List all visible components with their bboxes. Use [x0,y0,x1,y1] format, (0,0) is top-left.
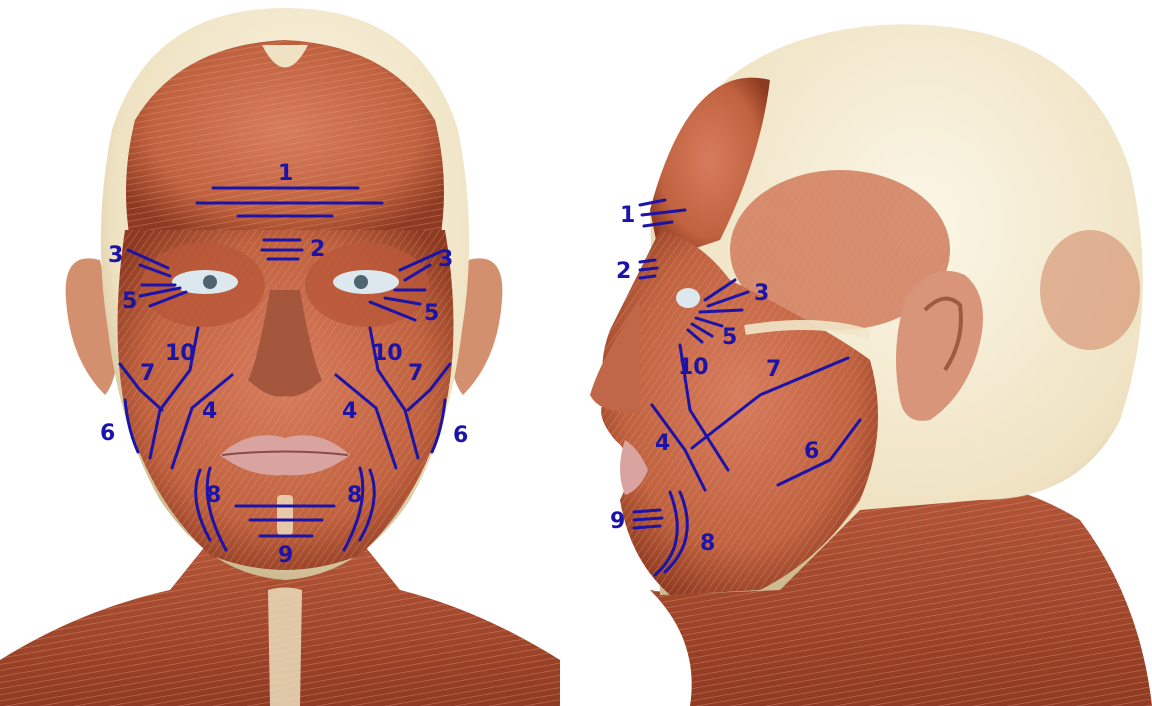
side-label-6: 6 [804,439,819,464]
front-label-8-left: 8 [206,483,221,508]
side-nose [590,300,640,412]
front-label-5-right: 5 [424,301,439,326]
side-label-8: 8 [700,531,715,556]
side-label-10: 10 [678,355,709,380]
side-label-9: 9 [610,509,625,534]
side-label-7: 7 [766,357,781,382]
front-label-7-right: 7 [408,361,423,386]
front-label-4-right: 4 [342,399,357,424]
side-label-2: 2 [616,259,631,284]
front-label-5-left: 5 [122,289,137,314]
side-eye [676,288,700,308]
side-label-3: 3 [754,281,769,306]
side-label-5: 5 [722,325,737,350]
front-trachea [268,588,302,706]
front-label-7-left: 7 [140,361,155,386]
front-label-6-left: 6 [100,421,115,446]
front-label-3-right: 3 [438,247,453,272]
front-label-2: 2 [310,237,325,262]
front-label-8-right: 8 [347,483,362,508]
side-view [590,24,1152,706]
front-label-1: 1 [278,161,293,186]
side-label-4: 4 [655,431,670,456]
front-label-4-left: 4 [202,399,217,424]
front-label-10-left: 10 [165,341,196,366]
front-label-6-right: 6 [453,423,468,448]
side-label-1: 1 [620,203,635,228]
front-view [0,8,560,706]
front-label-3-left: 3 [108,243,123,268]
front-label-10-right: 10 [372,341,403,366]
front-label-9: 9 [278,543,293,568]
